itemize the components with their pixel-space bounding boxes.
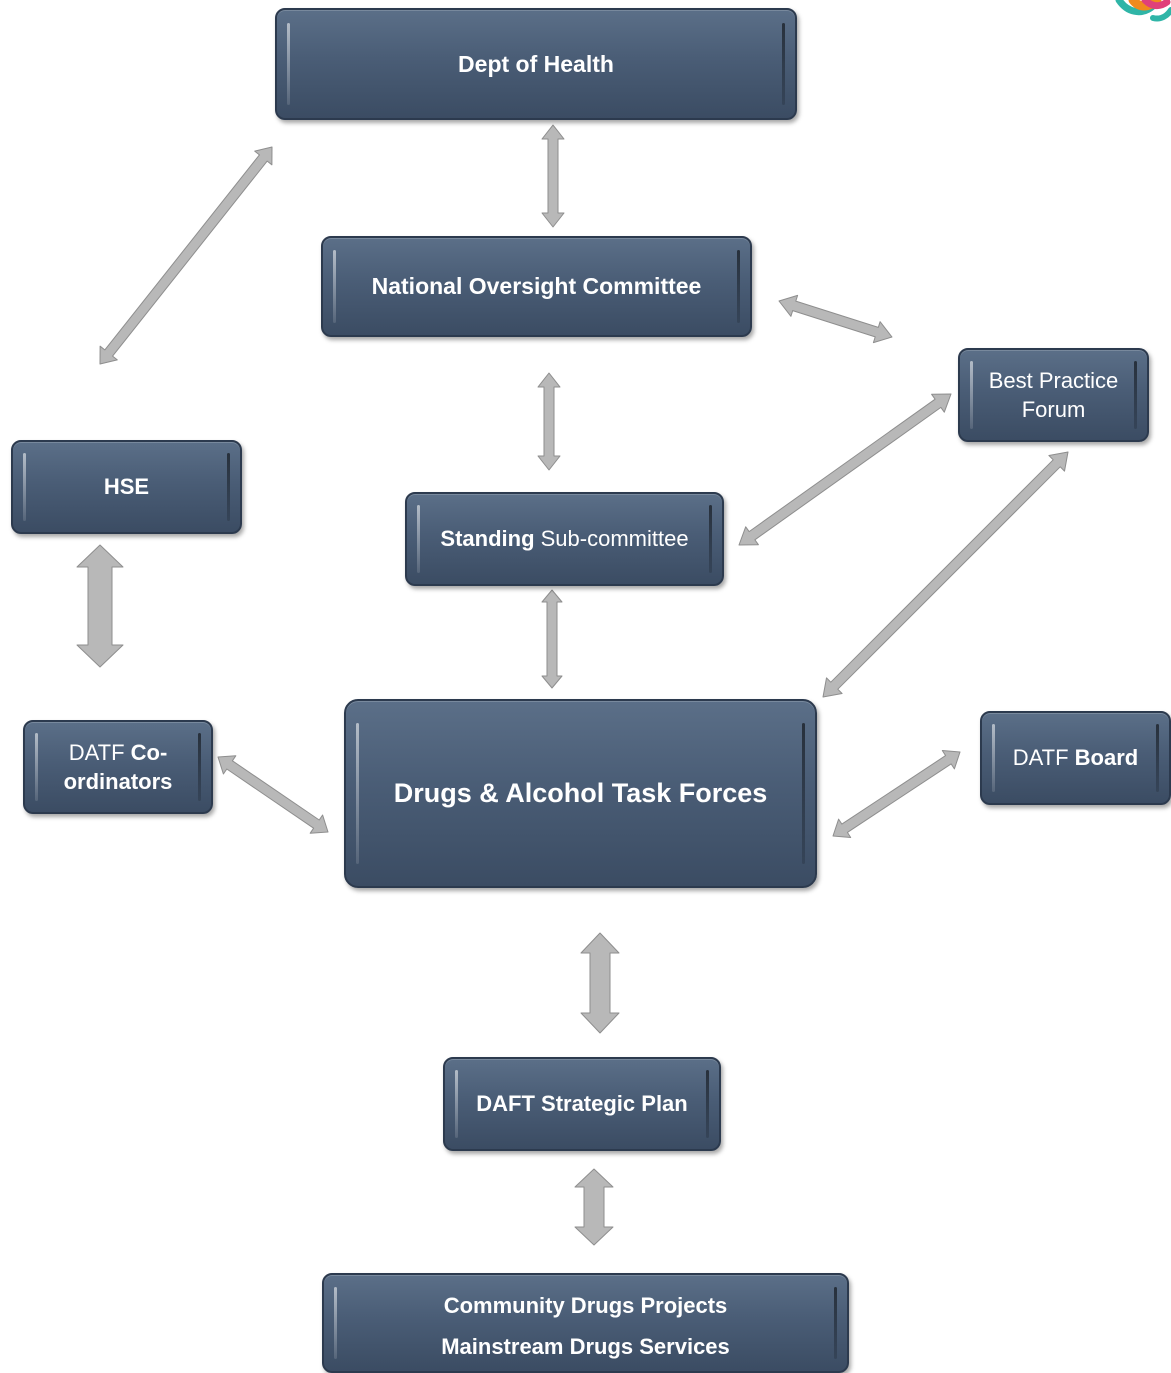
node-drugs-alcohol-task-forces-label: Drugs & Alcohol Task Forces — [393, 778, 768, 808]
arrow-hse-to-datf-coordinators — [76, 544, 124, 668]
arrow-task-forces-to-strategic-plan — [580, 932, 620, 1034]
node-daft-strategic-plan-label: DAFT Strategic Plan — [476, 1091, 688, 1116]
node-hse: HSE — [11, 440, 242, 534]
node-daft-strategic-plan: DAFT Strategic Plan — [443, 1057, 721, 1151]
arrow-datf-board-to-task-forces — [832, 750, 961, 838]
arrow-best-practice-to-standing-subcommittee — [738, 393, 952, 546]
node-datf-board-prefix: DATF — [1012, 745, 1075, 770]
node-standing-subcommittee-normal: Sub-committee — [534, 526, 689, 551]
arrow-dept-of-health-to-hse — [99, 146, 273, 365]
node-national-oversight-committee-label: National Oversight Committee — [371, 273, 702, 299]
arrow-standing-subcommittee-to-task-forces — [541, 589, 563, 689]
arrow-national-oversight-to-standing-subcommittee — [537, 372, 561, 471]
logo-teal-tail — [1150, 7, 1171, 22]
arrow-strategic-plan-to-community — [574, 1168, 614, 1246]
arrow-best-practice-to-task-forces — [822, 451, 1069, 698]
brand-logo — [1115, 0, 1171, 22]
arrow-dept-of-health-to-national-oversight — [541, 124, 565, 228]
node-dept-of-health-label: Dept of Health — [458, 50, 614, 77]
arrow-datf-coordinators-to-task-forces — [217, 755, 329, 834]
node-datf-coordinators: DATF Co- ordinators — [23, 720, 213, 814]
node-best-practice-forum: Best Practice Forum — [958, 348, 1149, 442]
node-datf-board-bold: Board — [1074, 745, 1139, 770]
node-community-services-line2: Mainstream Drugs Services — [441, 1334, 730, 1359]
node-datf-board: DATF Board — [980, 711, 1171, 805]
node-community-services: Community Drugs Projects Mainstream Drug… — [322, 1273, 849, 1373]
node-datf-coordinators-prefix: DATF — [68, 740, 131, 765]
node-dept-of-health: Dept of Health — [275, 8, 797, 120]
node-datf-coordinators-bold1: Co- — [130, 740, 168, 765]
node-standing-subcommittee: Standing Sub-committee — [405, 492, 724, 586]
node-standing-subcommittee-bold: Standing — [440, 526, 535, 551]
node-drugs-alcohol-task-forces: Drugs & Alcohol Task Forces — [344, 699, 817, 888]
node-best-practice-forum-line1: Best Practice — [988, 368, 1119, 393]
logo-orange-swoosh — [1128, 0, 1162, 11]
logo-pink-swoosh — [1141, 0, 1171, 10]
node-best-practice-forum-line2: Forum — [1021, 397, 1086, 422]
node-community-services-line1: Community Drugs Projects — [443, 1293, 728, 1318]
node-hse-label: HSE — [103, 474, 150, 499]
node-datf-coordinators-bold2: ordinators — [63, 769, 173, 794]
arrow-national-oversight-to-best-practice — [778, 294, 893, 344]
node-national-oversight-committee: National Oversight Committee — [321, 236, 752, 337]
